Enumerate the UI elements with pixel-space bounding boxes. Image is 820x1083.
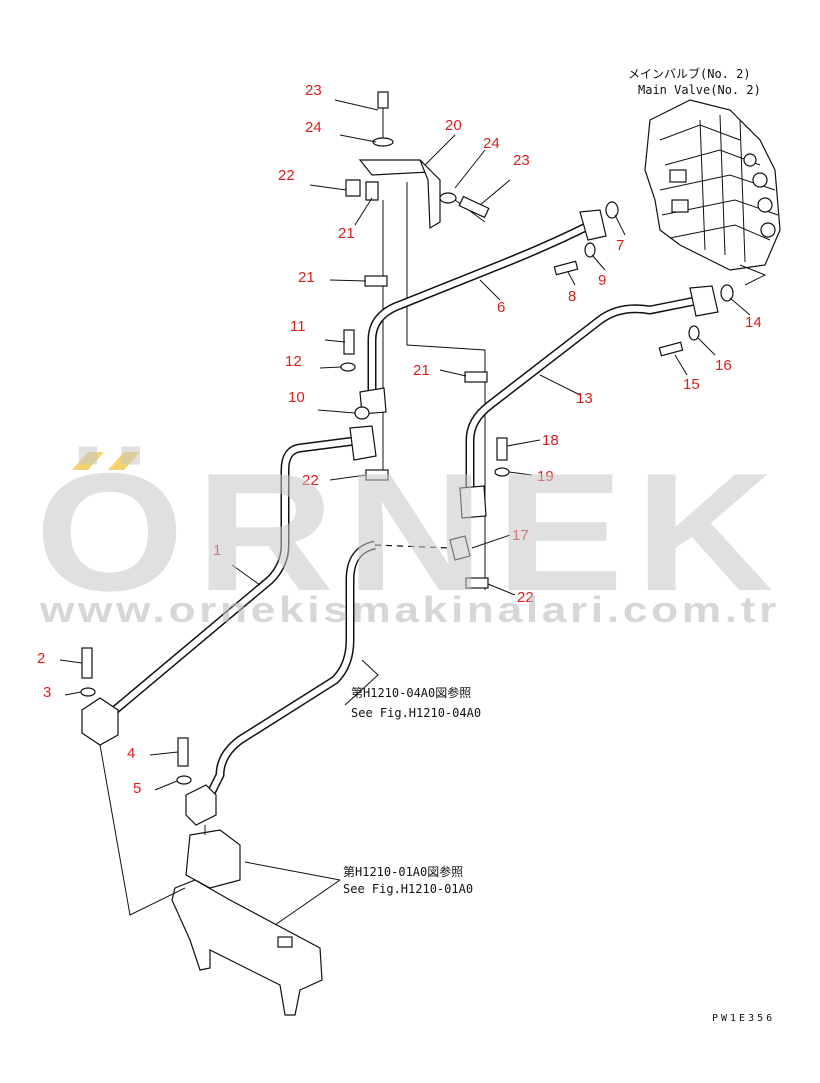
callout-15: 15 [683, 376, 700, 393]
callout-21-mid: 21 [298, 269, 315, 286]
callout-11: 11 [290, 318, 306, 335]
bolts-drawing [80, 201, 734, 785]
reference-note-1-en: See Fig.H1210-04A0 [351, 706, 481, 720]
watermark-brand: ÖRNEK [35, 438, 785, 626]
callout-13: 13 [576, 390, 593, 407]
callout-14: 14 [745, 314, 762, 331]
drawing-code: PW1E356 [712, 1013, 775, 1024]
reference-note-2-ja: 第H1210-01A0図参照 [343, 864, 463, 879]
callout-7: 7 [616, 237, 624, 254]
pipe-6-drawing [359, 209, 607, 415]
main-valve-title-ja: メインバルブ(No. 2) [628, 66, 751, 81]
callout-23-right: 23 [513, 152, 530, 169]
leader-lines [59, 99, 751, 926]
watermark-accent-left [72, 452, 104, 470]
main-valve-title-en: Main Valve(No. 2) [638, 83, 761, 97]
pipe-13-drawing [459, 285, 719, 519]
callout-1: 1 [213, 542, 221, 559]
callout-3: 3 [43, 684, 51, 701]
callout-5: 5 [133, 780, 141, 797]
callout-19: 19 [537, 468, 554, 485]
callout-22-top: 22 [278, 167, 295, 184]
callout-22-mid: 22 [302, 472, 319, 489]
callout-23-top: 23 [305, 82, 322, 99]
main-valve-drawing [644, 99, 781, 286]
callout-12: 12 [285, 353, 302, 370]
callout-22-bottom: 22 [517, 589, 534, 606]
callout-labels: 23 24 20 24 23 22 21 7 21 8 9 6 14 11 12… [37, 82, 762, 797]
callout-8: 8 [568, 288, 576, 305]
callout-6: 6 [497, 299, 505, 316]
watermark: ÖRNEK www.ornekismakinalari.com.tr [35, 438, 785, 630]
callout-24-top: 24 [305, 119, 322, 136]
callout-21-right: 21 [413, 362, 430, 379]
callout-4: 4 [127, 745, 135, 762]
reference-note-2-en: See Fig.H1210-01A0 [343, 882, 473, 896]
callout-21-top: 21 [338, 225, 355, 242]
fitting-17-drawing [449, 535, 471, 561]
pipe-see-fig-drawing [185, 540, 451, 826]
callout-17: 17 [512, 527, 529, 544]
callout-10: 10 [288, 389, 305, 406]
callout-20: 20 [445, 117, 462, 134]
watermark-url: www.ornekismakinalari.com.tr [39, 589, 780, 630]
bracket-drawing [345, 91, 490, 590]
callout-9: 9 [598, 272, 606, 289]
callout-18: 18 [542, 432, 559, 449]
callout-2: 2 [37, 650, 45, 667]
callout-16: 16 [715, 357, 732, 374]
watermark-accent-right [108, 452, 140, 470]
frame-drawing [99, 744, 323, 1016]
callout-24-right: 24 [483, 135, 500, 152]
pipe-1-drawing [81, 425, 377, 746]
reference-note-1-ja: 第H1210-04A0図参照 [351, 685, 471, 700]
